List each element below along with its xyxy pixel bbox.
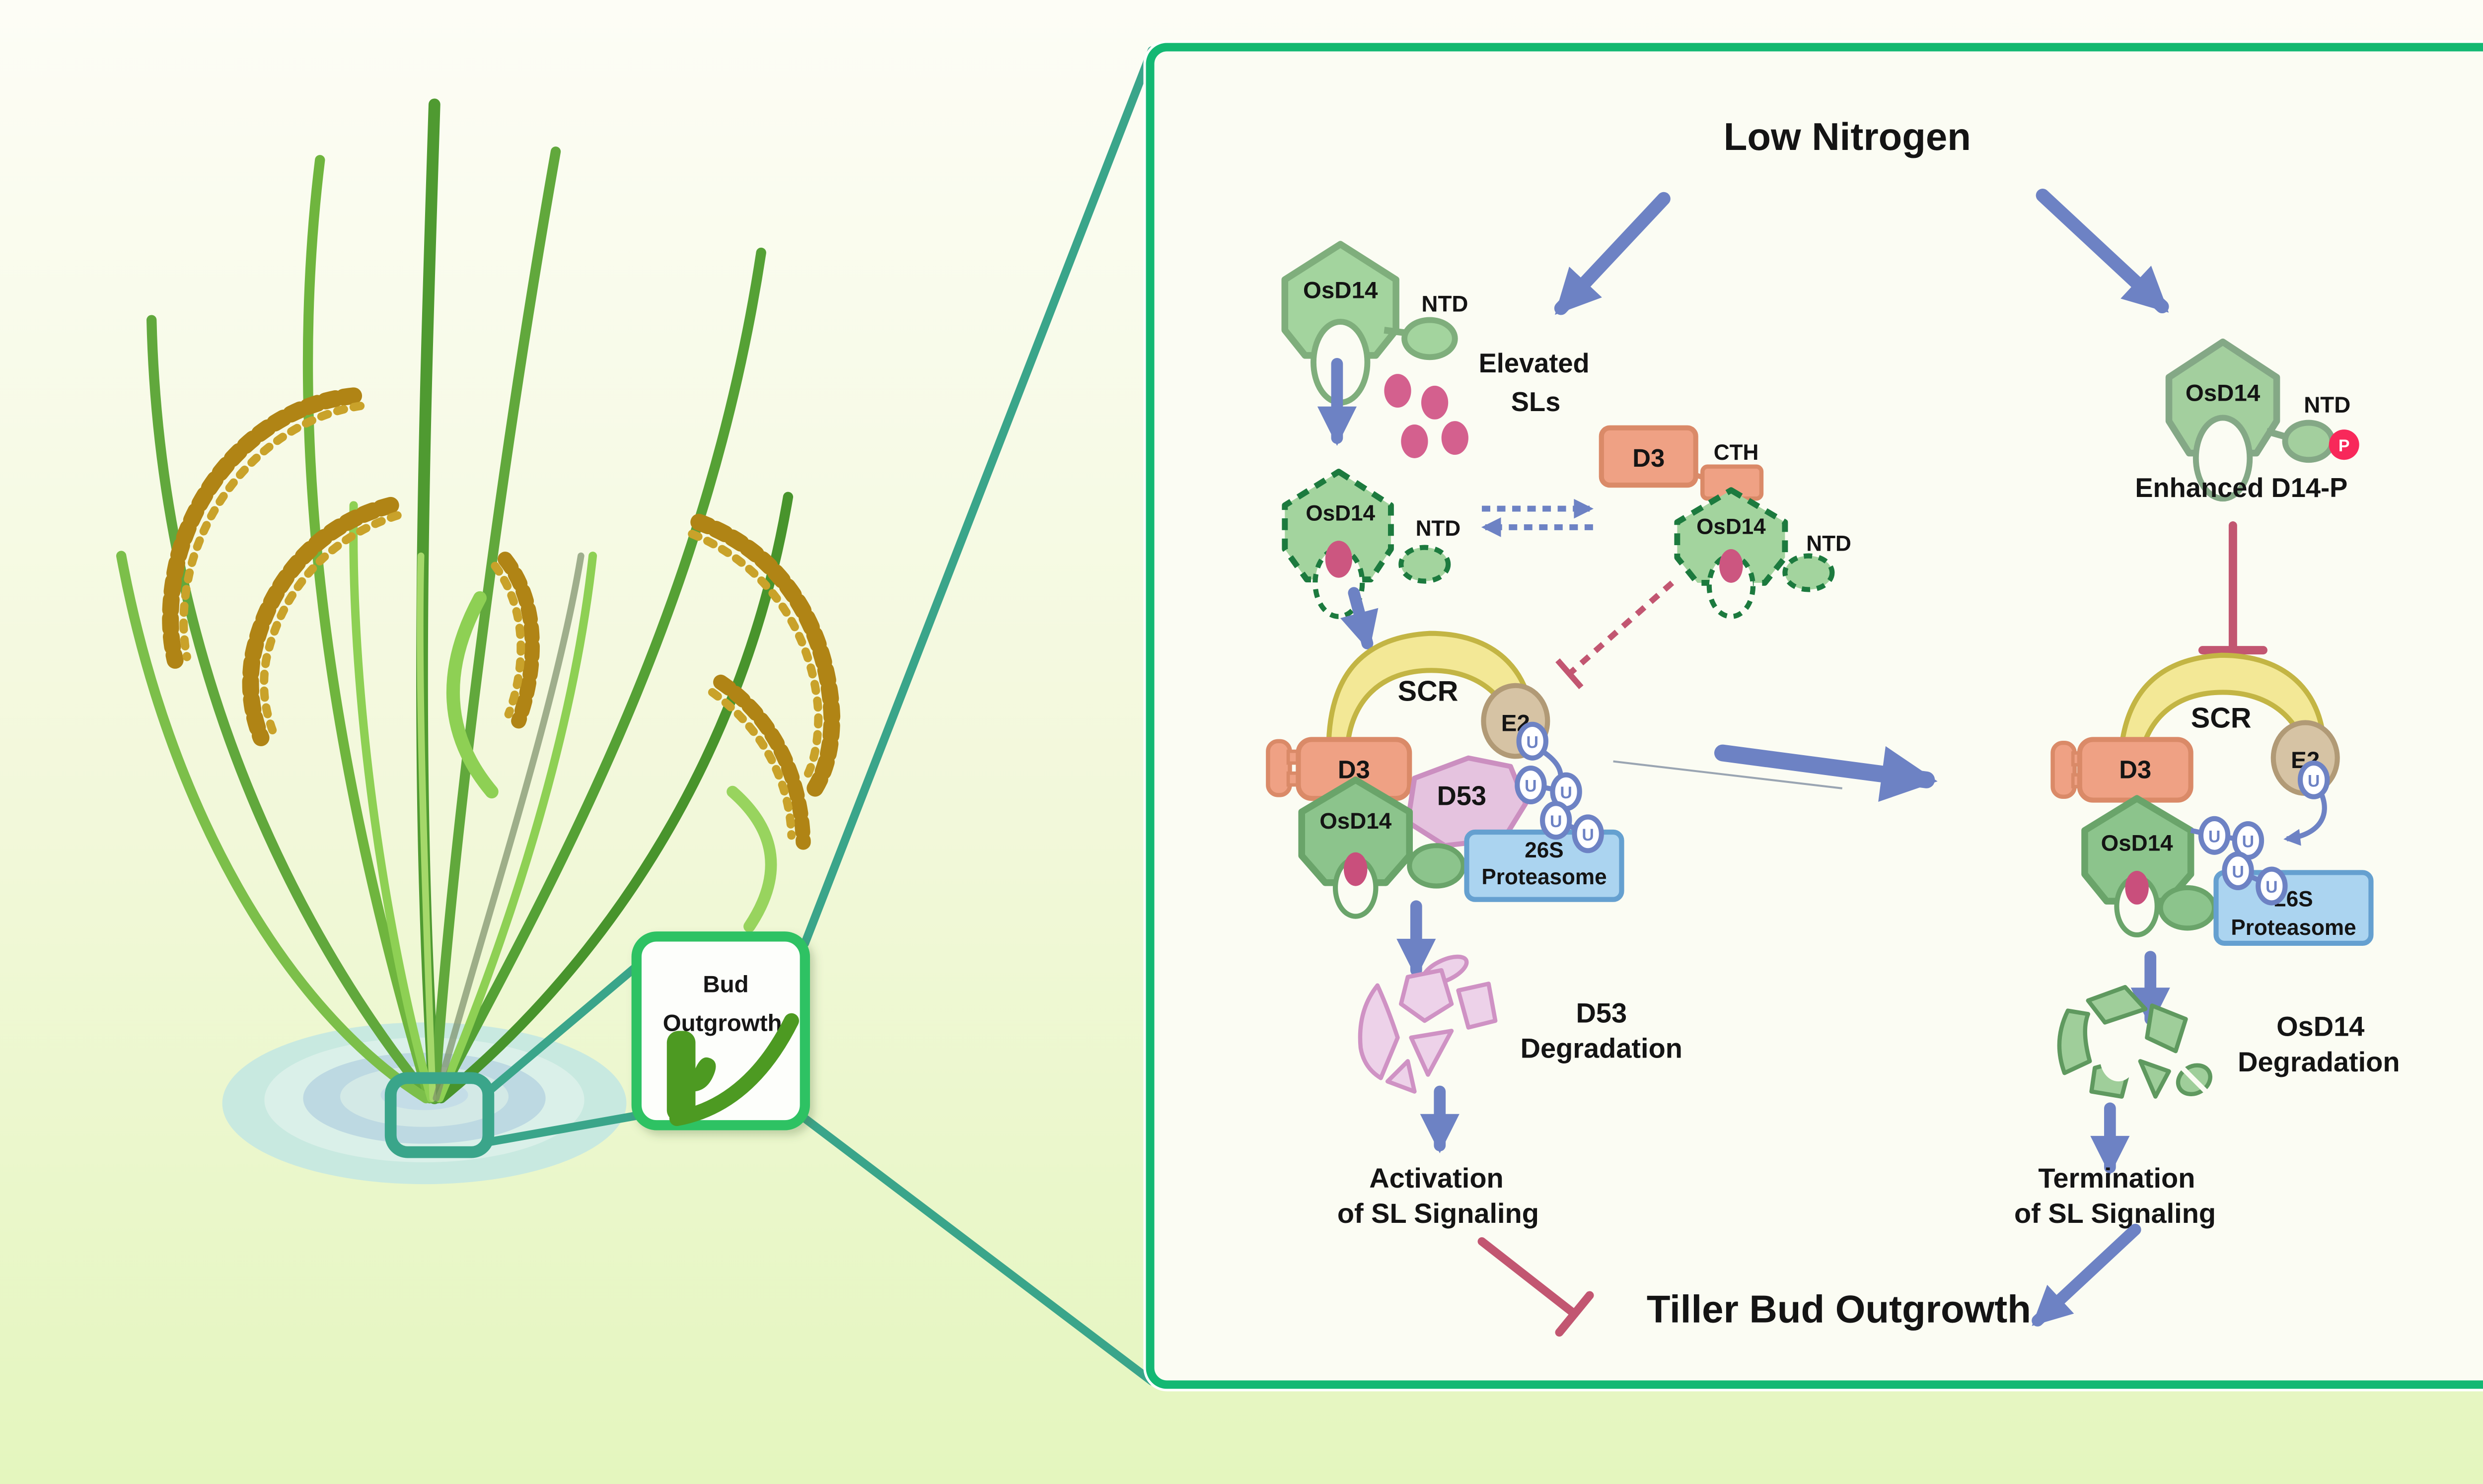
osd14-degradation-line2: Degradation [2238, 1046, 2400, 1077]
ubiquitin: U [1550, 812, 1562, 831]
d3-label: D3 [1632, 444, 1665, 472]
ubiquitin: U [1560, 783, 1572, 802]
termination-line1: Termination [2038, 1162, 2195, 1194]
panicle [162, 387, 365, 669]
ntd-domain-circle [1407, 843, 1466, 889]
ntd-label: NTD [1421, 291, 1468, 317]
arrow-left-to-right-complex [1714, 744, 1938, 802]
ubiquitin: U [2208, 827, 2220, 846]
panicle [688, 513, 841, 797]
scr-label: SCR [1398, 675, 1459, 707]
bound-sl-molecule [1343, 852, 1368, 886]
ubiquitin: U [2242, 833, 2254, 851]
scr-label: SCR [2191, 703, 2252, 734]
panicle [491, 552, 540, 729]
enhanced-d14p-label: Enhanced D14-P [2135, 473, 2347, 503]
bound-sl-molecule [1325, 541, 1352, 578]
bud-glyph [666, 1013, 800, 1127]
tiller-bud-outgrowth-label: Tiller Bud Outgrowth [1647, 1287, 2031, 1331]
d53-label: D53 [1437, 781, 1487, 811]
arrow-to-right-branch [2036, 188, 2169, 314]
arrow-to-scr-complex [1340, 587, 1379, 651]
proteasome-box [2213, 870, 2374, 946]
grain-panicles [162, 387, 841, 850]
ntd-domain-circle [2158, 885, 2217, 931]
osd14-degradation-line1: OsD14 [2276, 1011, 2364, 1042]
water-ripple [222, 1022, 627, 1185]
dashed-inhibition-line [1555, 580, 1675, 690]
equilibrium-arrows [1481, 498, 1594, 537]
osd14-label: OsD14 [1696, 514, 1766, 539]
proteasome-line1: 26S [1525, 838, 1563, 862]
d3-label: D3 [2119, 755, 2151, 783]
bud-outgrowth-inset: Bud Outgrowth [631, 931, 810, 1131]
ubiquitin-chain: U U U U U [1515, 721, 1604, 853]
proteasome-line2: Proteasome [1481, 865, 1607, 889]
left-pathway: OsD14 NTD Elevated SLs OsD14 NTD [1266, 241, 1851, 1337]
phospho-badge [2329, 429, 2359, 460]
branch-arrows [1554, 188, 2169, 315]
osd14-free-receptor: OsD14 NTD [1281, 241, 1468, 406]
sl-molecules [1384, 374, 1468, 458]
ubiquitin: U [2232, 863, 2244, 882]
ntd-label: NTD [1806, 531, 1851, 556]
inset-label-line1: Bud [703, 971, 748, 997]
termination-line2: of SL Signaling [2014, 1198, 2216, 1229]
zoom-connector-lines [484, 46, 1156, 1386]
phospho-label: P [2338, 436, 2350, 455]
bound-sl-molecule [2125, 871, 2149, 905]
scr-complex-left: SCR E2 D3 D53 OsD14 26S Proteasome [1266, 631, 1624, 919]
thin-transition-line [1613, 760, 1842, 789]
d53-degradation-line2: Degradation [1521, 1033, 1682, 1064]
arrow-termination-to-tiller [2032, 1223, 2141, 1327]
leaf-blades [116, 98, 794, 1104]
osd14-label: OsD14 [2186, 380, 2261, 406]
rice-plant-illustration [116, 98, 841, 1185]
elevated-sls-line2: SLs [1511, 387, 1560, 417]
ntd-domain-circle [1782, 553, 1835, 592]
d53-degradation-line1: D53 [1576, 997, 1627, 1028]
panicle [708, 674, 811, 850]
proteasome-line2: Proteasome [2231, 916, 2356, 940]
osd14-fragments [2057, 985, 2212, 1099]
elevated-sls-line1: Elevated [1479, 349, 1590, 378]
osd14-label: OsD14 [1306, 501, 1375, 525]
ntd-domain-circle [1401, 317, 1458, 360]
pathway-panel [1146, 43, 2483, 1389]
panicle [242, 496, 402, 746]
right-pathway: OsD14 NTD P Enhanced D14-P SCR E2 D3 OsD… [2014, 338, 2400, 1327]
tiller-base-focus-box [384, 1072, 495, 1158]
ubiquitin: U [1527, 733, 1538, 752]
ubiquitin: U [1525, 777, 1536, 796]
activation-line2: of SL Signaling [1337, 1198, 1539, 1229]
bound-sl-molecule [1719, 549, 1743, 583]
d3-cth-osd14-complex: D3 CTH OsD14 NTD [1599, 425, 1851, 619]
cth-label: CTH [1714, 440, 1759, 465]
d3-box [1599, 425, 1698, 488]
d53-protein [1405, 755, 1529, 848]
osd14-label: OsD14 [2101, 830, 2174, 855]
ubiquitin: U [2308, 772, 2320, 790]
osd14-label: OsD14 [1319, 808, 1392, 834]
panel-title: Low Nitrogen [1724, 115, 1971, 158]
ubiquitin: U [1582, 826, 1594, 845]
ntd-label: NTD [1416, 516, 1461, 541]
ntd-domain-circle [2282, 420, 2336, 463]
inhibition-activation-to-tiller [1477, 1237, 1594, 1337]
ubiquitin-chain: U U U U U [2190, 760, 2330, 906]
osd14-label: OsD14 [1303, 278, 1378, 304]
activation-line1: Activation [1369, 1162, 1503, 1194]
d53-fragments [1358, 954, 1498, 1094]
ntd-label: NTD [2304, 392, 2350, 418]
ntd-domain-circle [1398, 545, 1451, 584]
scr-complex-right: SCR E2 D3 OsD14 26S Proteasome [2050, 652, 2374, 946]
inhibition-d14p-to-complex [2198, 521, 2267, 655]
ubiquitin: U [2265, 878, 2277, 897]
osd14-phosphorylated: OsD14 NTD P [2165, 338, 2359, 502]
arrow-to-left-branch [1554, 192, 1671, 315]
